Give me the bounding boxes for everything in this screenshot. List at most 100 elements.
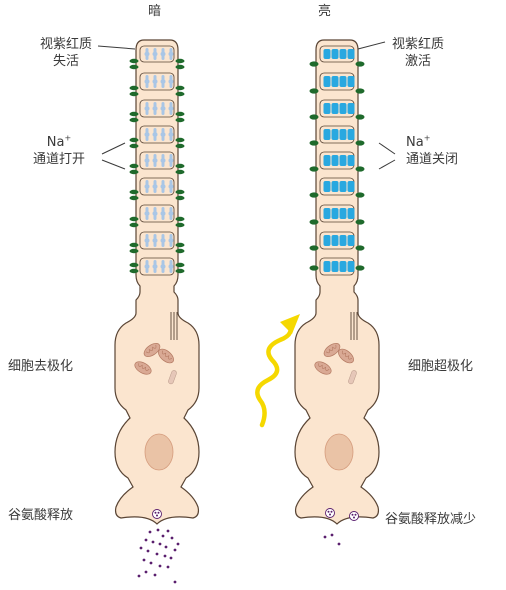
light-rhodopsin-active [348, 129, 355, 140]
dark-rhodopsin-inactive-mid [145, 212, 150, 216]
light-rhodopsin-active [348, 103, 355, 114]
dark-rhodopsin-inactive-mid [153, 80, 158, 84]
dark-na-channel-open-top [130, 138, 139, 142]
light-rhodopsin-active [340, 76, 347, 87]
rod-cell-dark [115, 40, 199, 583]
light-synaptic-vesicle [350, 512, 359, 521]
light-na-channel-closed [310, 140, 319, 145]
dark-na-channel-open-bottom [176, 269, 185, 273]
light-synaptic-vesicle [326, 509, 335, 518]
dark-glutamate-dot [154, 574, 157, 577]
dark-glutamate-dot [167, 530, 170, 533]
light-na-state: 通道关闭 [406, 151, 458, 168]
dark-na-channel-open-bottom [130, 65, 139, 69]
light-glutamate-dot [331, 534, 334, 537]
dark-glutamate-dot [171, 537, 174, 540]
dark-rhodopsin-inactive-mid [153, 265, 158, 269]
light-vesicle-glutamate [328, 511, 330, 513]
light-rhodopsin-active [332, 181, 339, 192]
dark-vesicle-glutamate [156, 515, 158, 517]
dark-na-channel-open-top [130, 112, 139, 116]
light-rhodopsin-line1: 视紫红质 [386, 36, 450, 53]
light-na-channel-closed [356, 61, 365, 66]
light-na-pointer-lower [379, 160, 395, 169]
dark-na-channel-open-bottom [130, 118, 139, 122]
dark-glutamate-dot [174, 549, 177, 552]
light-rhodopsin-active [340, 103, 347, 114]
dark-rhodopsin-inactive-mid [161, 239, 166, 243]
dark-rhodopsin-inactive-mid [153, 185, 158, 189]
dark-rhodopsin-inactive-mid [145, 159, 150, 163]
dark-na-channel-open-top [176, 190, 185, 194]
dark-glutamate-dot [150, 562, 153, 565]
dark-glutamate-dot [157, 529, 160, 532]
dark-na-channel-open-bottom [176, 196, 185, 200]
dark-vesicle-glutamate [155, 512, 157, 514]
dark-na-channel-open-top [176, 86, 185, 90]
dark-cell-state: 细胞去极化 [8, 358, 73, 375]
dark-glutamate-dot [152, 541, 155, 544]
dark-na-superscript: + [65, 134, 72, 143]
dark-glutamate-dot [140, 547, 143, 550]
dark-na-channel-open-top [176, 112, 185, 116]
dark-na-pointer-lower [102, 160, 125, 169]
dark-rhodopsin-inactive-mid [161, 212, 166, 216]
dark-na-channel-open-bottom [130, 92, 139, 96]
light-rhodopsin-active [332, 155, 339, 166]
light-rhodopsin-active [324, 181, 331, 192]
dark-na-channel-open-bottom [130, 170, 139, 174]
dark-rhodopsin-inactive-mid [153, 133, 158, 137]
light-rhodopsin-active [332, 261, 339, 272]
light-rhodopsin-active [348, 49, 355, 59]
light-na-channel-closed [356, 219, 365, 224]
dark-glutamate-dot [145, 571, 148, 574]
dark-rhodopsin-pointer [98, 46, 135, 49]
dark-na-pointer-upper [102, 143, 125, 154]
light-na-pointer-upper [379, 143, 395, 154]
dark-na-channel-open-top [130, 243, 139, 247]
dark-na-channel-open-top [176, 138, 185, 142]
light-glutamate-dot [338, 543, 341, 546]
light-na-channel-closed [356, 88, 365, 93]
light-rhodopsin-active [324, 261, 331, 272]
light-na-channel-closed [356, 114, 365, 119]
dark-rhodopsin-inactive-mid [161, 265, 166, 269]
dark-na-channel-open-top [176, 263, 185, 267]
dark-na-state: 通道打开 [22, 151, 96, 168]
dark-synaptic-vesicle [153, 510, 162, 519]
dark-na-channel-open-bottom [176, 92, 185, 96]
light-rhodopsin-active [324, 235, 331, 246]
dark-glutamate-dot [165, 546, 168, 549]
light-na-ion: Na+ [406, 134, 458, 151]
light-rhodopsin-active [340, 208, 347, 219]
light-rhodopsin-active [348, 261, 355, 272]
light-rhodopsin-active [332, 103, 339, 114]
dark-na-prefix: Na [47, 135, 65, 150]
dark-glutamate-dot [174, 581, 177, 584]
light-rhodopsin-active [348, 208, 355, 219]
dark-rhodopsin-inactive-mid [169, 133, 174, 137]
light-vesicle-glutamate [331, 511, 333, 513]
dark-na-channel-open-top [130, 190, 139, 194]
light-na-channel-closed [310, 245, 319, 250]
light-rhodopsin-pointer [358, 42, 385, 49]
light-na-channel-closed [310, 265, 319, 270]
light-rhodopsin-active [340, 155, 347, 166]
light-rhodopsin-active [348, 235, 355, 246]
light-na-channel-closed [356, 192, 365, 197]
dark-rhodopsin-inactive-mid [145, 239, 150, 243]
dark-glutamate-dot [149, 531, 152, 534]
dark-rhodopsin-inactive-mid [169, 185, 174, 189]
light-rhodopsin-active [324, 76, 331, 87]
dark-rhodopsin-inactive-mid [169, 107, 174, 111]
light-rhodopsin-active [324, 129, 331, 140]
dark-rhodopsin-inactive-mid [161, 185, 166, 189]
dark-rhodopsin-inactive-mid [169, 52, 174, 56]
light-rhodopsin-active [348, 181, 355, 192]
dark-na-channel-open-top [176, 164, 185, 168]
dark-glutamate-dot [138, 575, 141, 578]
light-rhodopsin-active [324, 155, 331, 166]
light-rhodopsin-active [348, 76, 355, 87]
dark-na-channel-open-bottom [176, 144, 185, 148]
